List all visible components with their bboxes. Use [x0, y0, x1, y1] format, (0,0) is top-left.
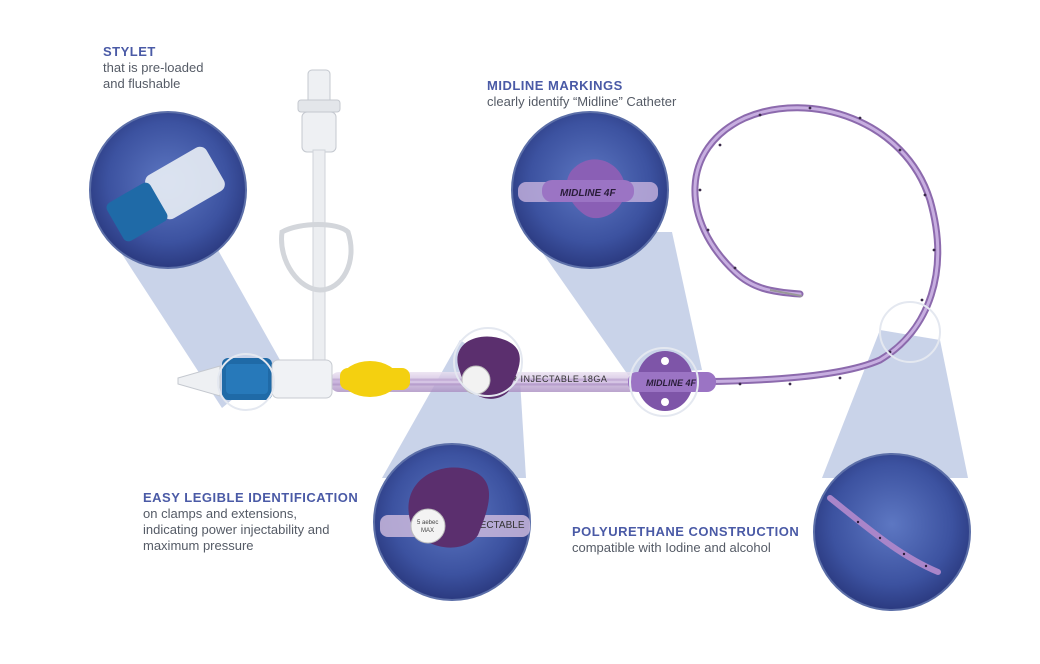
beam-poly	[822, 330, 968, 478]
zoom-circle-stylet	[89, 111, 247, 269]
wing-label: MIDLINE 4F	[646, 378, 697, 388]
ring-markers	[217, 301, 941, 417]
zoom-circle-clamp: ER INJECTABLE 5 aebec MAX	[373, 443, 531, 601]
callout-desc-line-2: indicating power injectability and	[143, 522, 330, 537]
callout-polyurethane: POLYURETHANE CONSTRUCTION compatible wit…	[572, 524, 832, 556]
callout-title: EASY LEGIBLE IDENTIFICATION	[143, 490, 359, 505]
stylet-assembly	[279, 69, 354, 371]
hub-assembly	[177, 358, 410, 400]
callout-desc-line-1: compatible with Iodine and alcohol	[572, 540, 771, 555]
callout-desc-line-3: maximum pressure	[143, 538, 254, 553]
zoom-circle-midline: MIDLINE 4F	[511, 111, 669, 269]
callout-desc-line-1: on clamps and extensions,	[143, 506, 297, 521]
callout-desc-line-2: and flushable	[103, 76, 181, 91]
suture-wing-icon: MIDLINE 4F	[628, 351, 716, 411]
callout-desc-line-1: that is pre-loaded	[103, 60, 204, 75]
zoom-circle-poly	[813, 453, 971, 611]
catheter-tube	[326, 104, 942, 386]
callout-title: MIDLINE MARKINGS	[487, 78, 623, 93]
callout-stylet: STYLET that is pre-loaded and flushable	[103, 44, 263, 92]
zoom-wing-label: MIDLINE 4F	[560, 188, 616, 199]
tube-label: ER INJECTABLE 18GA	[504, 374, 607, 384]
clamp-icon	[457, 336, 520, 399]
callout-easy-identification: EASY LEGIBLE IDENTIFICATION on clamps an…	[143, 490, 373, 554]
callout-title: POLYURETHANE CONSTRUCTION	[572, 524, 800, 539]
clamp-badge-line-2: MAX	[421, 528, 434, 534]
beam-midline	[528, 232, 702, 375]
zoom-tube-label: ER INJECTABLE	[448, 520, 525, 531]
clamp-badge-line-1: 5 aebec	[417, 520, 438, 526]
callout-desc-line-1: clearly identify “Midline” Catheter	[487, 94, 677, 109]
callout-midline: MIDLINE MARKINGS clearly identify “Midli…	[487, 78, 747, 110]
callout-title: STYLET	[103, 44, 156, 59]
